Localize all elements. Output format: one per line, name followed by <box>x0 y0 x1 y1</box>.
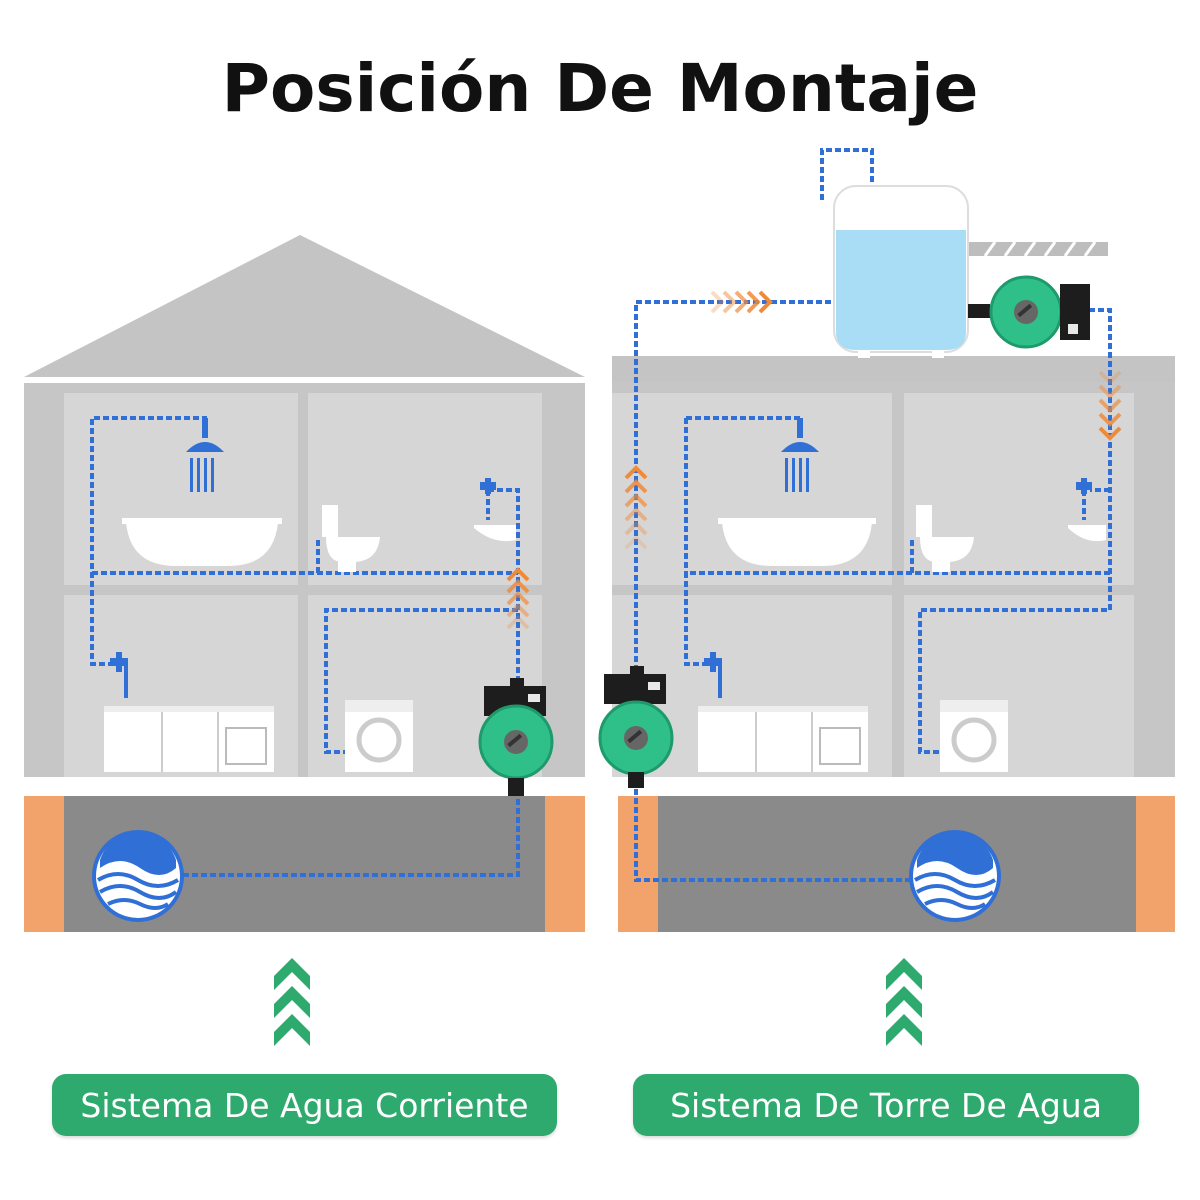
toilet-icon <box>322 505 380 572</box>
toilet-icon <box>916 505 974 572</box>
ground-left-edge <box>24 796 64 932</box>
water-pump-icon <box>478 678 554 796</box>
caption-water-tower-system: Sistema De Torre De Agua <box>633 1074 1139 1136</box>
water-pump-icon <box>598 666 674 788</box>
sink-faucet-icon <box>1068 478 1106 542</box>
up-arrow-icon <box>886 958 922 1046</box>
water-tank-icon <box>833 185 969 358</box>
house-right <box>598 148 1175 932</box>
kitchen-cabinet-icon <box>698 706 868 772</box>
faucet-icon <box>110 652 128 698</box>
ground-right-edge <box>1136 796 1175 932</box>
washing-machine-icon <box>940 700 1008 772</box>
bathtub-icon <box>122 518 282 566</box>
sink-faucet-icon <box>474 478 516 542</box>
room-bottom-right <box>904 595 1134 777</box>
shower-icon <box>781 418 819 492</box>
floor-line <box>612 777 1175 785</box>
faucet-icon <box>704 652 722 698</box>
flow-direction-arrow-icon <box>506 567 530 630</box>
kitchen-cabinet-icon <box>104 706 274 772</box>
up-arrow-icon <box>274 958 310 1046</box>
ground-right-edge <box>545 796 585 932</box>
bathtub-icon <box>718 518 876 566</box>
shower-icon <box>186 418 224 492</box>
flow-direction-arrow-icon <box>1098 370 1122 441</box>
water-source-icon <box>909 830 1001 922</box>
washing-machine-icon <box>345 700 413 772</box>
caption-running-water-system: Sistema De Agua Corriente <box>52 1074 557 1136</box>
ground <box>658 796 1136 932</box>
flow-direction-arrow-icon <box>624 465 648 550</box>
flow-direction-arrow-icon <box>710 290 773 314</box>
pipes-left <box>90 416 520 877</box>
house-left <box>24 235 585 932</box>
water-pump-icon <box>968 275 1090 349</box>
page-title: Posición De Montaje <box>221 50 979 127</box>
water-source-icon <box>92 830 184 922</box>
roof-slab <box>612 356 1175 382</box>
floor-line <box>24 777 585 785</box>
roof <box>24 235 585 377</box>
roof-eave <box>24 377 585 383</box>
